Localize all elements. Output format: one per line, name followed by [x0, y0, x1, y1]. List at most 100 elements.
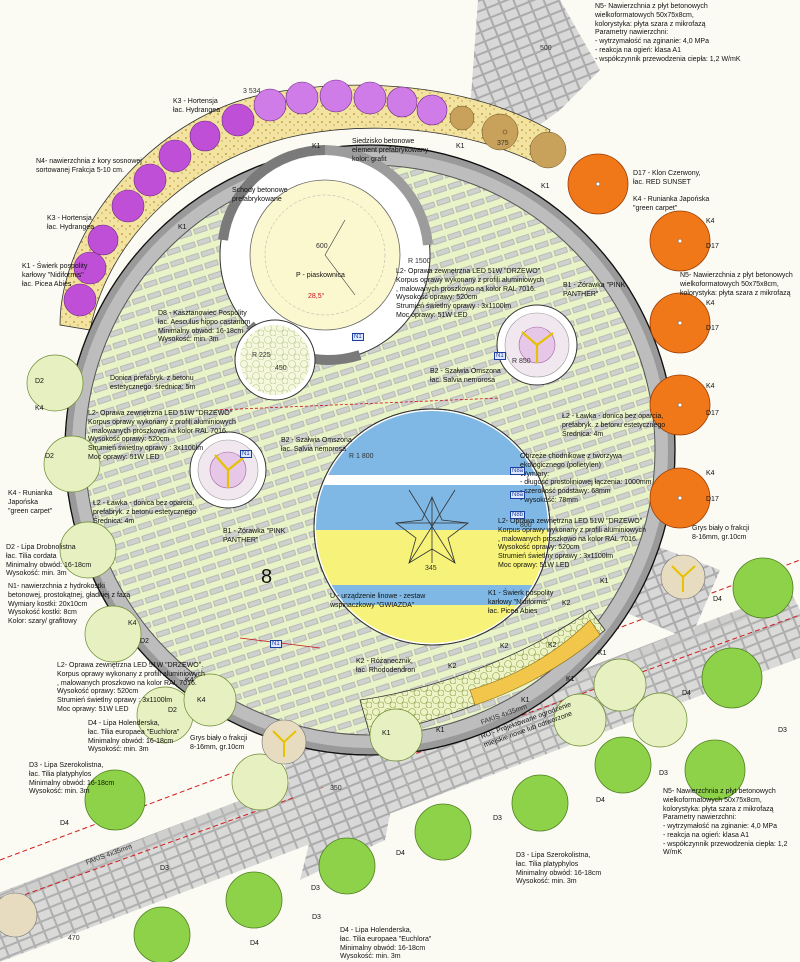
- code-d17-b: D17: [706, 325, 719, 332]
- dim-28-5: 28,5°: [308, 293, 325, 300]
- code-d2-c: D2: [140, 638, 149, 645]
- code-k1-d: K1: [178, 224, 187, 231]
- red-maple-symbols: [567, 153, 711, 529]
- code-k4-c: K4: [706, 383, 715, 390]
- label-n1: N1- nawierzchnia z hydrokostki betonowej…: [8, 583, 131, 625]
- dim-375-a: 375: [497, 140, 509, 147]
- label-gravel-right: Grys biały o frakcji 8-16mm, gr.10cm: [692, 525, 750, 541]
- tag-n8b: N8b: [510, 511, 526, 519]
- label-l2-bottom: L2- Oprawa zewnętrzna LED 51W "DRZEWO". …: [57, 662, 205, 713]
- gravel-pit-benches: [272, 565, 696, 757]
- label-n4: N4- nawierzchnia z kory sosnowej sortowa…: [36, 158, 142, 174]
- code-k2-c: K2: [548, 642, 557, 649]
- label-sandbox: P - piaskownica: [296, 272, 345, 279]
- label-stairs: Schody betonowe prefabrykowane: [232, 187, 288, 203]
- label-b2-right: B2 - Szałwia Omszona łac. Salvia nemoros…: [430, 368, 501, 384]
- tag-n1-bottom: N1: [270, 640, 282, 648]
- bench-shapes: [214, 331, 554, 488]
- label-l2-bench-right: Ł2 - Ławka - donica bez oparcia, prefabr…: [562, 413, 666, 438]
- code-k4-g: K4: [185, 677, 194, 684]
- hydrangea-bed: [59, 79, 567, 331]
- dim-350: 350: [330, 785, 342, 792]
- label-l2-left: L2- Oprawa zewnętrzna LED 51W "DRZEWO" K…: [88, 410, 236, 461]
- label-k4-top: K4 - Runianka Japońska "green carpet": [633, 196, 710, 212]
- label-bench-element: Siedzisko betonowe element prefabrykowan…: [352, 138, 429, 163]
- tag-n8a-1: N8a: [510, 467, 526, 475]
- label-d4-bottom: D4 - Lipa Holenderska, łac. Tilia europa…: [340, 927, 432, 961]
- label-b2-left: B2 - Szałwia Omszona łac. Salvia nemoros…: [281, 437, 352, 453]
- code-d2-b: D2: [45, 453, 54, 460]
- dim-345: 345: [425, 565, 437, 572]
- label-k3-top: K3 - Hortensja łac. Hydrangea: [173, 98, 221, 114]
- code-k1-a: K1: [312, 143, 321, 150]
- dim-800: 800: [520, 522, 532, 529]
- label-d4-mid: D4 - Lipa Holenderska, łac. Tilia europa…: [88, 720, 180, 754]
- tag-n1-left: N1: [240, 450, 252, 458]
- code-d4-a: D4: [713, 596, 722, 603]
- label-b1-right: B1 - Żórawka "PINK PANTHER": [563, 282, 626, 298]
- sandbox-amphitheatre: [218, 145, 433, 365]
- code-k1-g: K1: [521, 697, 530, 704]
- code-k4-d: K4: [706, 470, 715, 477]
- code-k1-i: K1: [598, 650, 607, 657]
- code-d3-a: D3: [778, 727, 787, 734]
- code-d17-c: D17: [706, 410, 719, 417]
- label-k3-left: K3 - Hortensja łac. Hydrangea: [47, 215, 95, 231]
- dim-600: 600: [316, 243, 328, 250]
- code-d3-b: D3: [659, 770, 668, 777]
- code-d2-d: D2: [168, 707, 177, 714]
- label-l2-lamp-right: L2- Oprawa zewnętrzna LED 51W "DRZEWO" K…: [498, 518, 646, 569]
- dim-3534: 3 534: [243, 88, 261, 95]
- label-k2: K2 - Różanecznik, łac. Rhododendron: [356, 658, 416, 674]
- playground: [313, 408, 551, 646]
- lime-tree-symbols: [84, 557, 794, 962]
- code-d17-a: D17: [706, 243, 719, 250]
- tag-n8a-2: N8a: [510, 491, 526, 499]
- label-d2-lime: D2 - Lipa Drobnolistna łac. Tilia cordat…: [6, 544, 92, 578]
- code-d4-f: D4: [60, 820, 69, 827]
- label-k1-spruce-top: K1 - Świerk pospolity karłowy "Nidiformi…: [22, 263, 88, 288]
- code-k1-j: K1: [600, 578, 609, 585]
- code-d4-b: D4: [682, 690, 691, 697]
- code-k1-c: K1: [541, 183, 550, 190]
- code-k4-e: K4: [35, 405, 44, 412]
- label-d17-top: D17 - Klon Czerwony, łac. RED SUNSET: [633, 170, 701, 186]
- code-d17-d: D17: [706, 496, 719, 503]
- label-d3-left: D3 - Lipa Szerokolistna, łac. Tilia plat…: [29, 762, 115, 796]
- code-k1-h: K1: [566, 676, 575, 683]
- code-d4-e: D4: [250, 940, 259, 947]
- spruce-symbols: [502, 129, 508, 135]
- dim-r1800: R 1 800: [349, 453, 374, 460]
- label-gravel-left: Grys biały o frakcji 8-16mm, gr.10cm: [190, 735, 248, 751]
- dim-470: 470: [68, 935, 80, 942]
- label-d3-bottom: D3 - Lipa Szerokolistna, łac. Tilia plat…: [516, 852, 602, 886]
- code-k1-e: K1: [382, 730, 391, 737]
- code-k4-h: K4: [197, 697, 206, 704]
- label-n5-mid: N5- Nawierzchnia z płyt betonowych wielk…: [680, 272, 793, 297]
- label-k1-spruce-bottom: K1 - Świerk pospolity karłowy "Nidiformi…: [488, 590, 554, 615]
- label-curb: Obrzeże chodnikowe z tworzywa ekologiczn…: [520, 453, 652, 504]
- small-lime-symbols: [26, 354, 688, 811]
- code-d4-d: D4: [396, 850, 405, 857]
- code-d3-f: D3: [160, 865, 169, 872]
- red-maple-centers: [595, 181, 683, 501]
- code-d2-a: D2: [35, 378, 44, 385]
- label-play-equipment: U - urządzenie linowe - zestaw wspinaczk…: [330, 593, 426, 609]
- dim-500-a: 500: [540, 45, 552, 52]
- code-d4-c: D4: [596, 797, 605, 804]
- rhododendron-bed: [359, 609, 606, 736]
- label-l2-lamp-top: L2- Oprawa zewnętrzna LED 51W "DRZEWO" K…: [396, 268, 544, 319]
- code-k4-a: K4: [706, 218, 715, 225]
- dim-r225: R 225: [252, 352, 271, 359]
- label-n5-top: N5- Nawierzchnia z płyt betonowych wielk…: [595, 3, 741, 63]
- label-concrete-pot: Donica prefabryk. z betonu estetycznego.…: [110, 375, 196, 391]
- tag-n1-right: N1: [494, 352, 506, 360]
- code-k4-f: K4: [128, 620, 137, 627]
- code-k2-d: K2: [562, 600, 571, 607]
- label-d8: D8 - Kasztanowiec Pospolity łac. Aesculu…: [158, 310, 251, 344]
- label-k4-left: K4 - Runianka Japońska "green carpet": [8, 490, 53, 515]
- code-k2-b: K2: [500, 643, 509, 650]
- code-k1-f: K1: [436, 727, 445, 734]
